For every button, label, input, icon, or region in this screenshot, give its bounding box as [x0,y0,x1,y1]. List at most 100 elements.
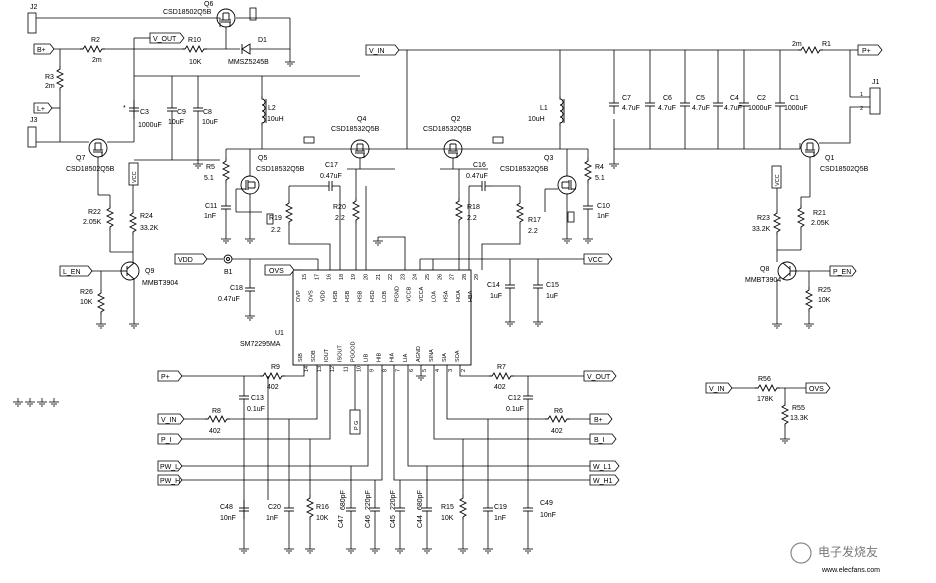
svg-text:V_IN: V_IN [709,386,725,393]
svg-text:C17: C17 [325,162,338,169]
svg-text:1000uF: 1000uF [748,105,772,112]
svg-text:2.2: 2.2 [335,215,345,222]
svg-text:Q9: Q9 [145,268,154,275]
svg-text:10K: 10K [818,297,831,304]
resistor-r5: R5 5.1 [204,157,230,184]
svg-text:Q2: Q2 [451,116,460,123]
inductor-l2: L2 10uH [261,95,284,127]
svg-text:R7: R7 [497,364,506,371]
svg-text:J2: J2 [30,4,38,11]
ic-pin-number-bottom-3: 11 [343,366,349,372]
ic-pin-name-top-5: HSB [358,290,364,302]
ic-pin-number-top-13: 28 [462,274,468,280]
svg-text:C15: C15 [546,282,559,289]
svg-text:R24: R24 [140,213,153,220]
svg-text:R25: R25 [818,287,831,294]
ic-pin-number-top-9: 24 [413,274,419,280]
svg-text:680pF: 680pF [340,490,347,510]
capacitor-c14: C14 1uF [487,276,516,300]
svg-text:C5: C5 [696,95,705,102]
svg-text:R10: R10 [188,37,201,44]
net-tag-pplus-top: P+ [857,44,883,56]
net-tag-vout-top: V_OUT [149,32,185,44]
svg-text:C2: C2 [757,95,766,102]
svg-text:4.7uF: 4.7uF [658,105,676,112]
ground-symbols-group [12,397,60,407]
svg-text:1uF: 1uF [546,293,558,300]
ic-pin-number-bottom-12: 2 [461,369,467,372]
ic-pin-name-bottom-5: LIB [364,353,370,362]
capacitor-c44: C44 680pF [417,490,433,528]
ic-pin-name-bottom-11: SIA [442,353,448,362]
svg-text:C44: C44 [417,515,424,528]
ic-pin-number-bottom-10: 4 [435,369,441,372]
svg-text:Q3: Q3 [544,155,553,162]
svg-text:MMBT3904: MMBT3904 [745,277,781,284]
svg-text:2.2: 2.2 [467,215,477,222]
svg-text:电子发烧友: 电子发烧友 [818,544,878,559]
svg-text:Q6: Q6 [204,1,213,8]
svg-text:13.3K: 13.3K [790,415,809,422]
svg-text:R17: R17 [528,217,541,224]
svg-text:4.7uF: 4.7uF [692,105,710,112]
svg-text:V_OUT: V_OUT [153,36,177,43]
ic-pin-number-bottom-5: 9 [370,369,376,372]
ic-pin-number-top-2: 16 [327,274,333,280]
svg-text:1000uF: 1000uF [138,122,162,129]
net-tag-vin-divider: V_IN [705,382,733,394]
svg-text:VDD: VDD [178,257,193,264]
capacitor-c47: C47 680pF [338,490,357,528]
ic-pin-name-bottom-4: PGOOD [350,341,356,362]
svg-text:1nF: 1nF [266,515,278,522]
ic-pin-name-top-9: VCCB [407,286,413,302]
svg-text:33.2K: 33.2K [140,225,159,232]
ic-pin-name-bottom-8: LIA [403,353,409,362]
svg-text:10uF: 10uF [168,119,184,126]
inductor-l1: L1 10uH [528,95,565,127]
capacitor-c48: C48 10nF [220,499,250,522]
svg-text:402: 402 [494,384,506,391]
ic-pin-number-top-12: 27 [450,274,456,280]
capacitor-c5: C5 4.7uF [679,94,710,115]
svg-text:OVS: OVS [269,268,284,275]
ic-pin-name-top-2: VDD [321,290,327,302]
net-tag-p-i: P_I [157,433,183,445]
svg-text:C7: C7 [622,95,631,102]
svg-text:C45: C45 [390,515,397,528]
svg-text:1nF: 1nF [597,213,609,220]
net-tag-b-i: B_I [589,433,617,445]
resistor-r2: R2 2m [79,37,106,64]
svg-text:C6: C6 [663,95,672,102]
ic-pin-number-bottom-9: 5 [422,369,428,372]
svg-text:R6: R6 [554,408,563,415]
svg-text:R2: R2 [91,37,100,44]
ic-pin-number-bottom-11: 3 [448,369,454,372]
resistor-r7: R7 402 [488,364,515,391]
svg-text:C1: C1 [790,95,799,102]
ic-u1-top-pins: OVP15OVS17VDD16HSB18HSB19HSB20HSD21LOB22… [296,274,480,302]
svg-text:Q5: Q5 [258,155,267,162]
svg-text:R55: R55 [792,405,805,412]
svg-text:178K: 178K [757,396,774,403]
ic-pin-name-bottom-7: HIA [390,353,396,363]
svg-text:0.47uF: 0.47uF [218,296,240,303]
resistor-r1: R1 2m [792,41,831,54]
ic-pin-name-bottom-6: HIB [377,353,383,363]
svg-text:L2: L2 [268,105,276,112]
capacitor-c19: C19 1nF [482,499,507,522]
net-tag-ovs-left: OVS [264,264,295,276]
connector-j3: J3 [27,117,38,148]
svg-text:2: 2 [860,106,863,112]
svg-text:Q4: Q4 [357,116,366,123]
svg-text:PW_L: PW_L [160,464,179,471]
ic-pin-name-top-7: LOB [382,291,388,302]
net-tag-vdd: VDD [174,253,208,265]
net-tag-pplus-bottom: P+ [157,370,183,382]
ic-pin-name-top-14: HBA [468,290,474,302]
capacitor-c12: C12 0.1uF [506,387,534,413]
svg-text:R15: R15 [441,504,454,511]
svg-text:402: 402 [209,428,221,435]
svg-text:B+: B+ [37,47,46,54]
svg-text:W_L1: W_L1 [593,464,611,471]
